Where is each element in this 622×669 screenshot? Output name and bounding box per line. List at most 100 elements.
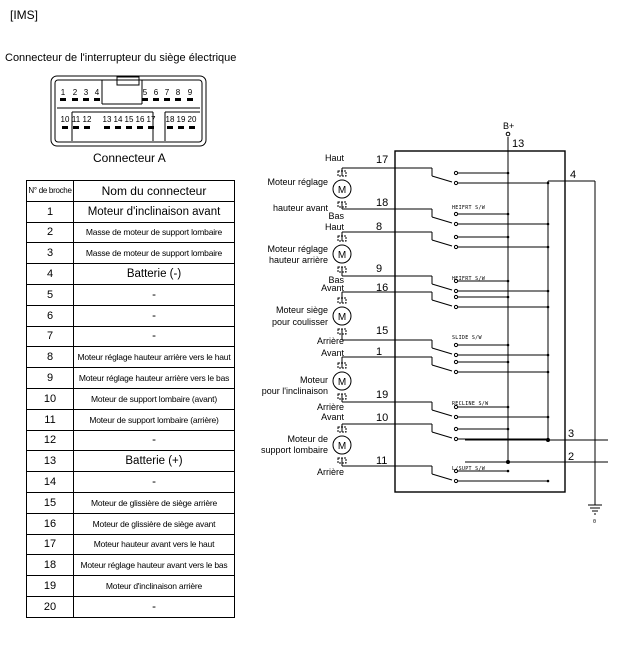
motor-symbol: M bbox=[338, 185, 346, 196]
direction-top-label: Avant bbox=[321, 348, 344, 358]
switch-contact bbox=[453, 278, 459, 284]
switch-contact bbox=[453, 352, 459, 358]
pin-label: 11 bbox=[376, 455, 387, 467]
motor-brush bbox=[337, 235, 347, 242]
pin-label: 1 bbox=[376, 346, 382, 358]
switch-blade bbox=[431, 216, 453, 224]
motor-brush bbox=[337, 201, 347, 208]
connector-pin-label: 14 bbox=[114, 115, 123, 124]
connector-pin-label: 18 bbox=[166, 115, 175, 124]
pin-label: 8 bbox=[376, 221, 382, 233]
junction-dot bbox=[506, 405, 510, 409]
switch-label: SLIDE S/W bbox=[452, 335, 482, 341]
junction-dot bbox=[506, 212, 510, 216]
pin-number-cell: 19 bbox=[26, 575, 74, 597]
connector-pin-label: 17 bbox=[147, 115, 156, 124]
connector-terminal bbox=[83, 98, 89, 101]
motor-brush bbox=[337, 362, 347, 369]
connector-terminal bbox=[84, 126, 90, 129]
switch-blade bbox=[431, 239, 453, 247]
pin-13-label: 13 bbox=[512, 138, 524, 150]
connector-terminal bbox=[187, 98, 193, 101]
switch-blade bbox=[431, 347, 453, 355]
switch-blade bbox=[431, 431, 453, 439]
connector-pin-label: 12 bbox=[83, 115, 92, 124]
motor-name-line1: Moteur réglage bbox=[267, 244, 328, 254]
connector-pin-label: 16 bbox=[136, 115, 145, 124]
switch-label: HEIFRT S/W bbox=[452, 205, 486, 211]
motor-brush bbox=[337, 393, 347, 400]
direction-bottom-label: Arrière bbox=[317, 402, 344, 412]
table-header-row: N° de broche Nom du connecteur bbox=[26, 180, 235, 202]
motor-symbol: M bbox=[338, 441, 346, 452]
connector-terminal bbox=[60, 98, 66, 101]
motor-brush bbox=[337, 266, 347, 273]
switch-contact bbox=[453, 404, 459, 410]
motor-brush bbox=[337, 426, 347, 433]
connector-terminal bbox=[72, 98, 78, 101]
switch-contact bbox=[453, 478, 459, 484]
direction-top-label: Avant bbox=[321, 283, 344, 293]
junction-dot bbox=[506, 171, 510, 175]
switch-blade bbox=[431, 473, 453, 481]
switch-contact bbox=[453, 288, 459, 294]
pin-label: 18 bbox=[376, 197, 388, 209]
junction-dot bbox=[506, 295, 510, 299]
motor-name-line1: Moteur de bbox=[287, 434, 328, 444]
switch-blade bbox=[431, 299, 453, 307]
connector-pin-label: 19 bbox=[177, 115, 186, 124]
motor-name-line1: Moteur siège bbox=[276, 305, 328, 315]
connector-name-cell: Moteur d'inclinaison avant bbox=[73, 200, 235, 223]
connector-terminal bbox=[137, 126, 143, 129]
connector-pin-label: 5 bbox=[143, 88, 148, 97]
connector-pin-label: 4 bbox=[95, 88, 100, 97]
connector-terminal bbox=[164, 98, 170, 101]
connector-terminal bbox=[126, 126, 132, 129]
pin-label: 15 bbox=[376, 325, 388, 337]
motor-icon bbox=[332, 179, 352, 199]
switch-contact bbox=[453, 294, 459, 300]
connector-pin-label: 2 bbox=[73, 88, 78, 97]
table-row: 7- bbox=[26, 325, 235, 348]
junction-dot bbox=[546, 370, 550, 374]
connector-pin-label: 7 bbox=[165, 88, 170, 97]
switch-contact bbox=[453, 426, 459, 432]
switch-contact bbox=[453, 304, 459, 310]
direction-top-label: Haut bbox=[325, 153, 345, 163]
switch-label: L/SUPT S/W bbox=[452, 466, 486, 472]
connector-terminal bbox=[148, 126, 154, 129]
direction-bottom-label: Bas bbox=[328, 211, 344, 221]
switch-contact bbox=[453, 436, 459, 442]
connector-terminal bbox=[167, 126, 173, 129]
pin-number-cell: 20 bbox=[26, 595, 74, 618]
switch-contact bbox=[453, 234, 459, 240]
junction-dot bbox=[506, 427, 510, 431]
section-tag: [IMS] bbox=[10, 8, 39, 22]
connector-pin-label: 8 bbox=[176, 88, 181, 97]
header-name: Nom du connecteur bbox=[73, 180, 235, 202]
junction-dot bbox=[546, 305, 550, 309]
motor-brush bbox=[337, 170, 347, 177]
motor-icon bbox=[332, 306, 352, 326]
ground-label: 0 bbox=[593, 519, 596, 525]
direction-bottom-label: Bas bbox=[328, 275, 344, 285]
junction-dot bbox=[506, 279, 510, 283]
pin-label: 17 bbox=[376, 154, 388, 166]
motor-symbol: M bbox=[338, 377, 346, 388]
motor-name-line2: hauteur avant bbox=[273, 203, 329, 213]
connector-pin-label: 3 bbox=[84, 88, 89, 97]
switch-blade bbox=[431, 175, 453, 183]
connector-terminal bbox=[175, 98, 181, 101]
switch-contact bbox=[453, 359, 459, 365]
connector-name-cell: Moteur de glissière de siège arrière bbox=[73, 491, 235, 514]
